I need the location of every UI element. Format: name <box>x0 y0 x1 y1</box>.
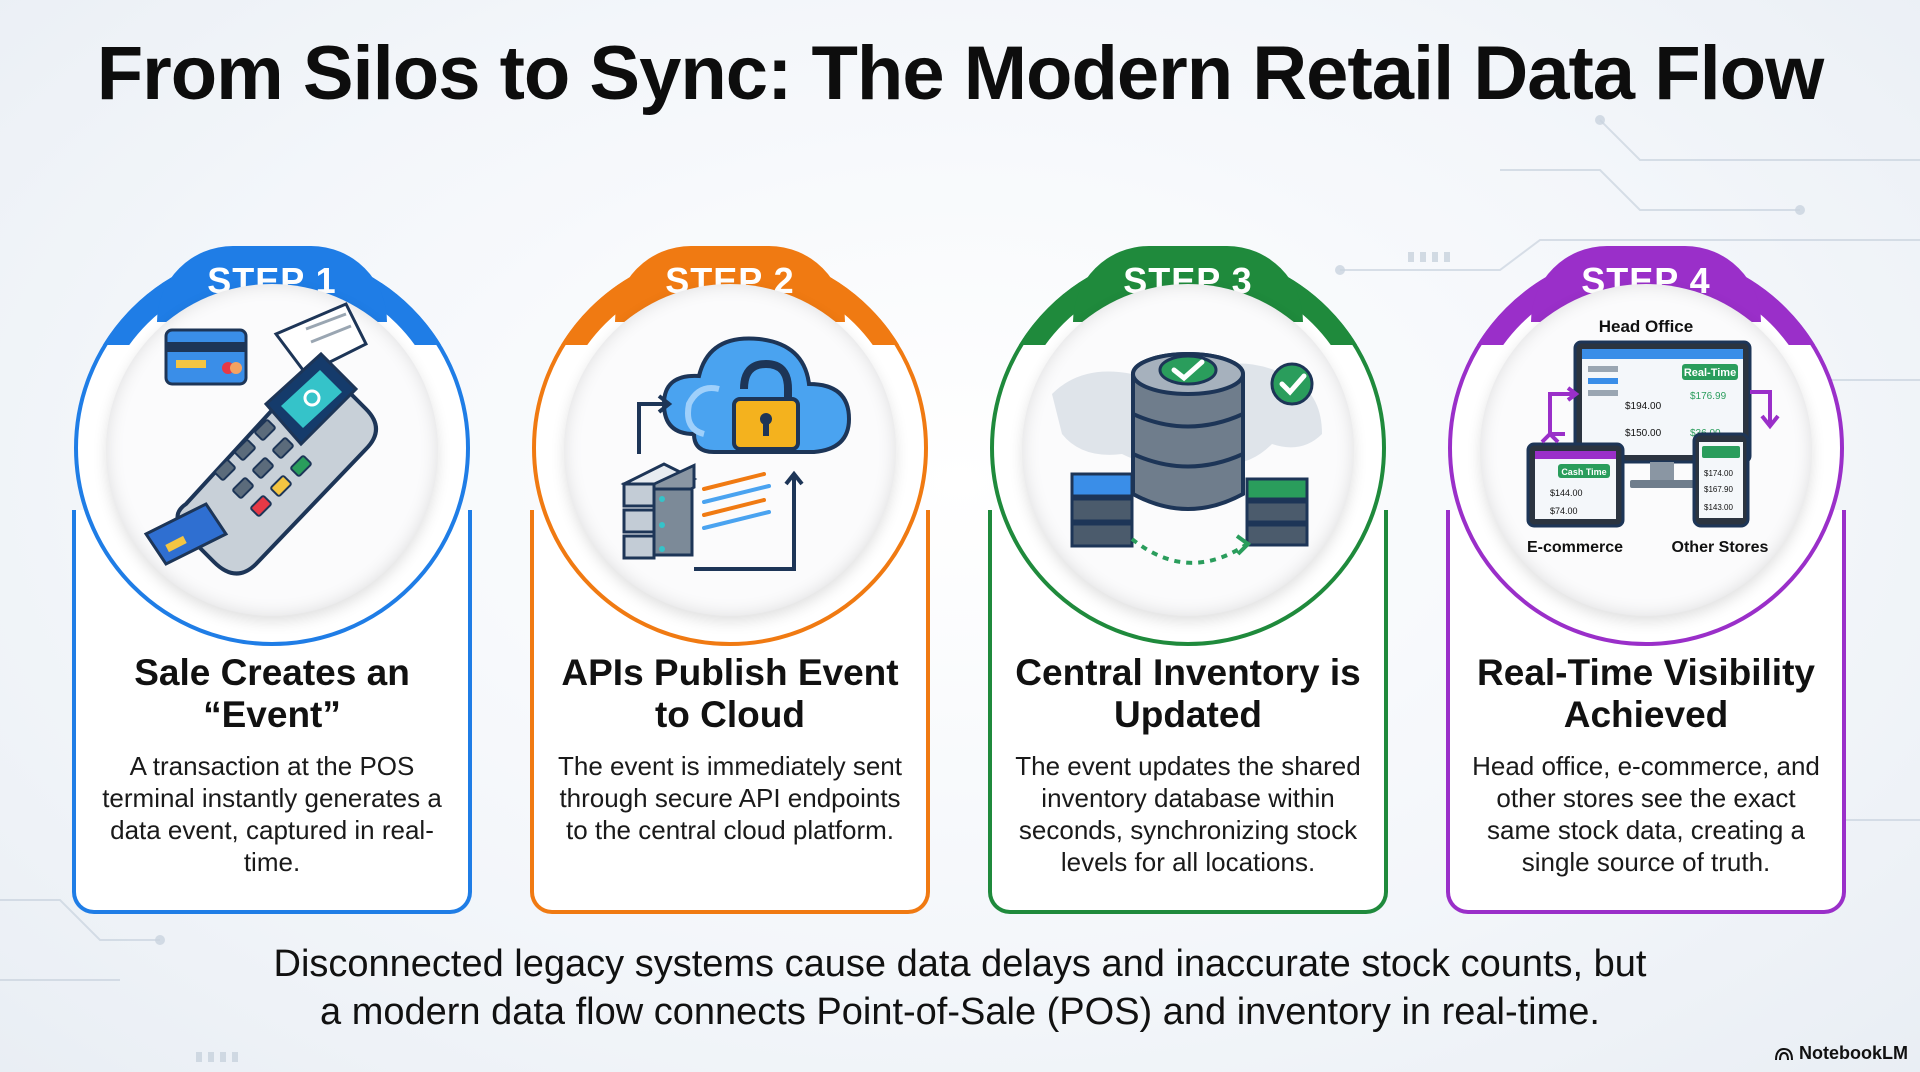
step-heading: Real-Time Visibility Achieved <box>1477 652 1815 735</box>
monitor-value-2: $176.99 <box>1690 391 1727 402</box>
illustration-circle <box>1022 284 1354 616</box>
cash-time-badge: Cash Time <box>1561 467 1606 477</box>
summary-line-1: Disconnected legacy systems cause data d… <box>273 943 1647 985</box>
step-heading: APIs Publish Event to Cloud <box>561 652 899 735</box>
other-stores-label: Other Stores <box>1672 539 1769 556</box>
brand-name: NotebookLM <box>1799 1043 1908 1063</box>
page-title: From Silos to Sync: The Modern Retail Da… <box>96 31 1825 116</box>
illustration-circle: Head Office Real-Time $194.00 $176.99 $1… <box>1480 284 1812 616</box>
step-description: The event updates the shared inventory d… <box>1015 751 1361 877</box>
step-card-2: STEP 2 <box>530 246 930 920</box>
brand-watermark: NotebookLM <box>1775 1043 1908 1064</box>
phone-value-2: $167.90 <box>1704 485 1733 494</box>
database-check-icon <box>1052 352 1322 565</box>
step-card-1: STEP 1 <box>72 246 472 920</box>
summary-text: Disconnected legacy systems cause data d… <box>0 940 1920 1036</box>
phone-value-3: $143.00 <box>1704 503 1733 512</box>
phone-value-1: $174.00 <box>1704 469 1733 478</box>
monitor-value-1: $194.00 <box>1625 401 1662 412</box>
step-card-3: STEP 3 <box>988 246 1388 920</box>
cloud-lock-icon <box>620 336 852 571</box>
illustration-circle <box>106 284 438 616</box>
notebooklm-logo-icon <box>1775 1047 1794 1060</box>
tablet-value-2: $74.00 <box>1550 506 1578 516</box>
step-description: Head office, e-commerce, and other store… <box>1472 751 1820 877</box>
ecommerce-label: E-commerce <box>1527 539 1623 556</box>
realtime-badge: Real-Time <box>1684 367 1736 379</box>
monitor-value-3: $150.00 <box>1625 428 1662 439</box>
step-card-4: STEP 4 Head Office Real-Time $194.00 $17… <box>1446 246 1846 920</box>
step-heading: Central Inventory is Updated <box>1015 652 1361 735</box>
multi-device-icon: Head Office Real-Time $194.00 $176.99 $1… <box>1526 317 1780 556</box>
summary-line-2: a modern data flow connects Point-of-Sal… <box>320 991 1600 1033</box>
pos-terminal-icon <box>143 302 378 576</box>
head-office-label: Head Office <box>1599 317 1693 336</box>
step-description: The event is immediately sent through se… <box>558 751 902 845</box>
tablet-value-1: $144.00 <box>1550 488 1583 498</box>
step-heading: Sale Creates an “Event” <box>134 652 410 735</box>
step-description: A transaction at the POS terminal instan… <box>102 751 442 877</box>
illustration-circle <box>564 284 896 616</box>
